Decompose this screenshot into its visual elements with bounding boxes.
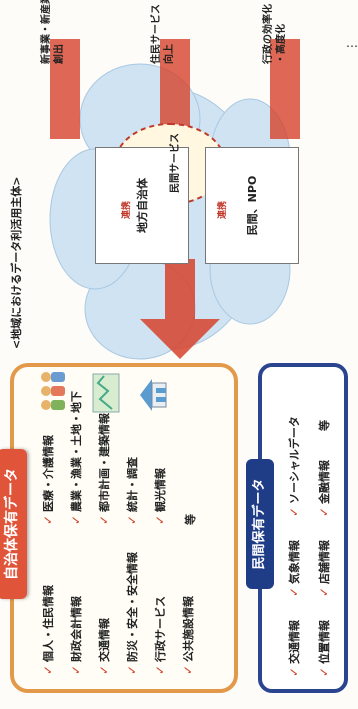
- list-item: ✓医療・介護情報: [41, 434, 55, 525]
- list-item: ✓金融情報: [317, 459, 331, 517]
- check-icon: ✓: [317, 506, 331, 517]
- output-arrow-bottom: [252, 39, 318, 139]
- list-item: ✓交通情報: [97, 617, 111, 675]
- building-illustration-icon: [140, 379, 167, 411]
- municipality-data-panel: 自治体保有データ ✓個人・住民情報 ✓財政会計情報 ✓交通情報 ✓防災・安全・安…: [0, 363, 238, 693]
- private-data-title: 民間保有データ: [246, 459, 274, 589]
- list-item: ✓観光情報: [153, 467, 167, 525]
- outcome-resident-service: 住民サービス 向上: [151, 4, 175, 64]
- check-icon: ✓: [125, 514, 139, 525]
- list-item: ✓ソーシャルデータ: [287, 416, 301, 517]
- list-item: ✓財政会計情報: [69, 595, 83, 675]
- list-item: ✓気象情報: [287, 539, 301, 597]
- collab-label-top: 連携: [122, 200, 132, 219]
- check-icon: ✓: [317, 666, 331, 677]
- list-item: ✓農業・漁業・土地・地下: [69, 390, 83, 525]
- list-item: ✓店舗情報: [317, 539, 331, 597]
- private-npo-label: 民間、NPO: [246, 175, 259, 236]
- list-item: ✓統計・調査: [125, 456, 139, 525]
- private-data-panel: 民間保有データ ✓交通情報 ✓気象情報 ✓ソーシャルデータ ✓位置情報 ✓店舗情…: [246, 363, 348, 693]
- check-icon: ✓: [317, 586, 331, 597]
- input-arrow: [140, 259, 220, 359]
- list-item: ✓行政サービス: [153, 595, 167, 675]
- municipality-data-title: 自治体保有データ: [0, 449, 27, 599]
- check-icon: ✓: [69, 514, 83, 525]
- outcome-admin-efficiency: 行政の効率化 ・高度化: [263, 4, 287, 64]
- list-item: ✓個人・住民情報: [41, 584, 55, 675]
- list-item: ✓防災・安全・安全情報: [125, 551, 139, 675]
- check-icon: ✓: [181, 664, 195, 675]
- collab-label-bottom: 連携: [218, 200, 228, 219]
- check-icon: ✓: [125, 664, 139, 675]
- check-icon: ✓: [287, 586, 301, 597]
- cloud-diagram: [32, 39, 318, 360]
- outcome-new-business: 新事業・新産業 創出: [41, 0, 65, 64]
- check-icon: ✓: [153, 664, 167, 675]
- check-icon: ✓: [69, 664, 83, 675]
- check-icon: ✓: [41, 664, 55, 675]
- check-icon: ✓: [287, 506, 301, 517]
- list-item: ✓都市計画・建築情報: [97, 412, 111, 525]
- continuation-ellipsis: …: [346, 36, 358, 50]
- collaboration-ellipse-label: 民間サービス: [170, 133, 181, 193]
- etc-label: 等: [318, 420, 331, 431]
- etc-label: 等: [184, 514, 197, 525]
- list-item: ✓位置情報: [317, 619, 331, 677]
- output-arrow-middle: [142, 39, 208, 134]
- list-item: ✓交通情報: [287, 619, 301, 677]
- map-illustration-icon: [92, 373, 120, 413]
- check-icon: ✓: [287, 666, 301, 677]
- output-arrow-top: [32, 39, 98, 139]
- people-illustration-icon: [41, 372, 65, 410]
- check-icon: ✓: [41, 514, 55, 525]
- local-government-label: 地方自治体: [136, 178, 149, 233]
- check-icon: ✓: [97, 514, 111, 525]
- list-item: ✓公共施設情報: [181, 595, 195, 675]
- check-icon: ✓: [153, 514, 167, 525]
- check-icon: ✓: [97, 664, 111, 675]
